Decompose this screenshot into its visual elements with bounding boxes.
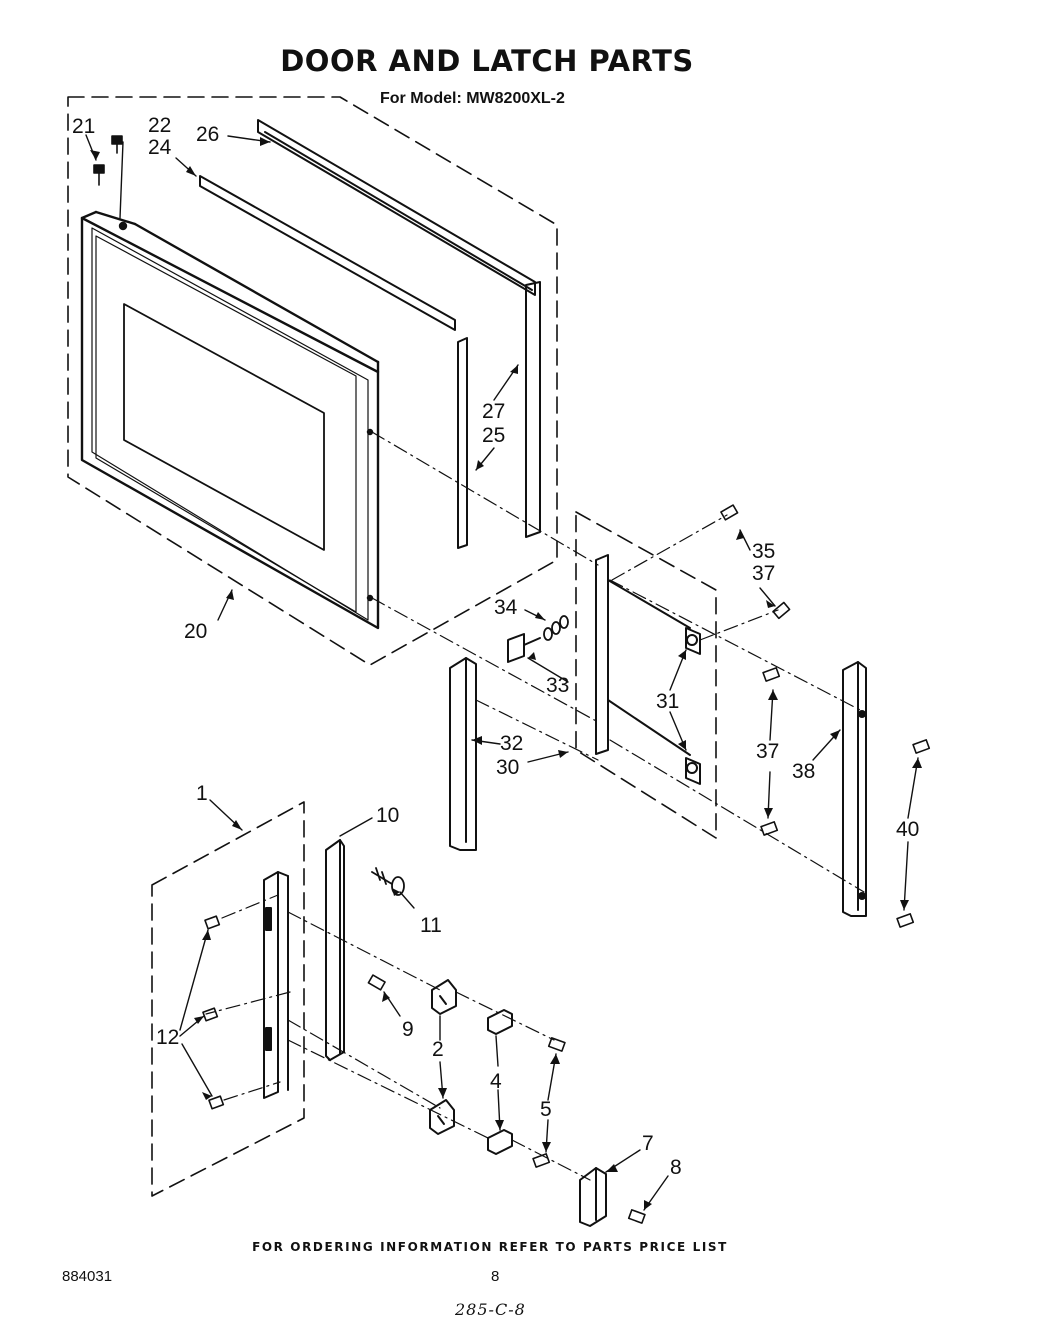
screw-40-low: [896, 913, 915, 928]
screw-5-lower: [532, 1153, 551, 1168]
door-assembly: [80, 210, 380, 630]
screw-22: [111, 135, 123, 154]
leader-arrowheads: [90, 137, 922, 1210]
callout-24: 24: [148, 136, 172, 159]
screw-8: [627, 1209, 646, 1224]
handle-cover-38: [842, 661, 867, 917]
latch-plate-30: [595, 554, 691, 756]
door-group-boundary: [67, 96, 558, 666]
callout-37-lower: 37: [756, 740, 779, 763]
callout-22: 22: [148, 114, 171, 137]
latch-hook-31-lower: [685, 757, 701, 785]
choke-cover-26: [257, 119, 536, 296]
callout-9: 9: [402, 1018, 414, 1041]
interlock-group-boundary: [151, 801, 305, 1197]
screw-37-low: [760, 821, 779, 836]
alignment-lines-lower: [205, 894, 591, 1181]
alignment-lines-upper: [371, 431, 865, 893]
latch-hook-31-upper: [685, 627, 701, 655]
choke-strip-24: [199, 175, 456, 331]
page-title: DOOR AND LATCH PARTS: [280, 44, 694, 78]
callout-25: 25: [482, 424, 505, 447]
callout-35: 35: [752, 540, 775, 563]
leader-arrows: [85, 134, 919, 1211]
choke-side-25: [457, 337, 468, 549]
callout-7: 7: [642, 1132, 654, 1155]
callout-21: 21: [72, 115, 95, 138]
callout-11: 11: [420, 914, 442, 937]
callout-37-upper: 37: [752, 562, 775, 585]
switch-4-lower: [487, 1129, 513, 1155]
callout-32: 32: [500, 732, 523, 755]
switch-2-upper: [431, 979, 457, 1015]
latch-group-boundary: [575, 511, 717, 839]
screw-11: [371, 867, 405, 896]
screw-12-top: [204, 915, 221, 930]
latch-button-33: [507, 633, 541, 663]
callout-1: 1: [196, 782, 208, 805]
callout-8: 8: [670, 1156, 682, 1179]
screw-40-top: [912, 739, 931, 754]
callout-20: 20: [184, 620, 207, 643]
callout-31: 31: [656, 690, 679, 713]
callout-30: 30: [496, 756, 519, 779]
callout-34: 34: [494, 596, 518, 619]
callout-38: 38: [792, 760, 815, 783]
mounting-plate-10: [325, 839, 345, 1061]
callout-27: 27: [482, 400, 505, 423]
switch-4-upper: [487, 1009, 513, 1035]
handwritten-note: 285-C-8: [455, 1300, 526, 1319]
switch-2-lower: [429, 1099, 455, 1135]
screw-5-upper: [547, 1037, 566, 1052]
ordering-note: FOR ORDERING INFORMATION REFER TO PARTS …: [252, 1240, 728, 1254]
callout-2: 2: [432, 1038, 444, 1061]
choke-side-27: [525, 281, 541, 538]
callout-5: 5: [540, 1098, 552, 1121]
callout-33: 33: [546, 674, 569, 697]
screw-12-low: [208, 1095, 225, 1110]
screw-12-mid: [202, 1007, 219, 1022]
document-number: 884031: [62, 1268, 113, 1285]
screw-37-top: [772, 601, 791, 620]
handle-32: [449, 657, 477, 851]
spring-34: [543, 615, 569, 641]
page-number: 8: [491, 1268, 500, 1285]
screw-21: [93, 164, 105, 186]
screw-37-mid: [762, 667, 781, 682]
callout-4: 4: [490, 1070, 502, 1093]
interlock-bracket: [263, 871, 289, 1099]
callout-labels: 21 22 24 26 27 25 20 35 37 34 33 31 32 3…: [72, 114, 919, 1179]
screw-9: [367, 974, 386, 991]
screw-35: [720, 504, 739, 521]
callout-10: 10: [376, 804, 399, 827]
callout-26: 26: [196, 123, 219, 146]
callout-12: 12: [156, 1026, 179, 1049]
switch-bracket-7: [579, 1167, 607, 1227]
model-line: For Model: MW8200XL-2: [380, 90, 565, 107]
callout-40: 40: [896, 818, 919, 841]
